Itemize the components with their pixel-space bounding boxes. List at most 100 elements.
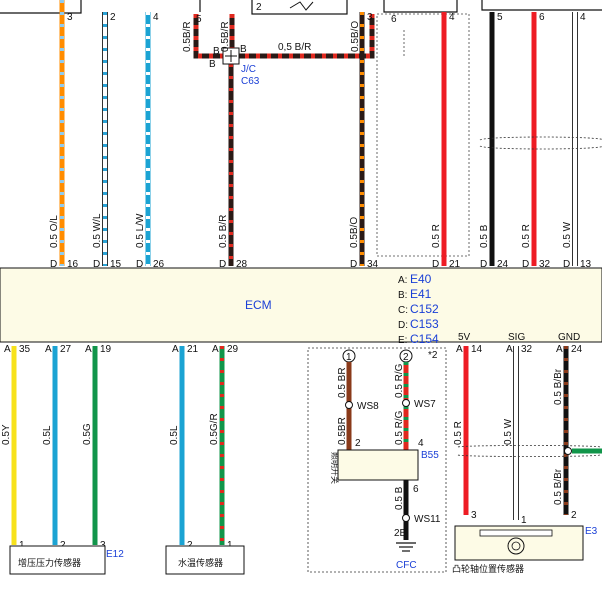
w-bot-w-bot-pin: 1 — [521, 515, 527, 526]
w-top-ol: 0.5 O/L3D16SIG — [49, 0, 79, 282]
w-top-br-pin: 28 — [236, 259, 248, 270]
switch-br2-label: 0.5BR — [337, 417, 348, 445]
ecm-conn-code-3: C153 — [410, 317, 439, 331]
switch-pin-2b: 2B — [394, 528, 407, 539]
splice-pin-b-left: B — [209, 59, 216, 70]
w-bot-bbr-label: 0.5 B/Br — [553, 368, 564, 405]
w-bot-y-conn: A — [4, 344, 11, 355]
w-top-w-conn: D — [563, 259, 570, 270]
sensor-boost: 增压压力传感器 E12 — [9, 545, 124, 575]
w-top-bo-label: 0.5B/O — [349, 217, 360, 248]
splice-junction: B B B J/C C63 — [209, 44, 260, 87]
w-top-b-top-pin: 5 — [497, 12, 503, 23]
ground-label: CFC — [396, 560, 417, 571]
w-bot-g-label: 0.5G — [82, 423, 93, 445]
w-top-w-label: 0.5 W — [562, 221, 573, 248]
w-bot-l2-conn: A — [172, 344, 179, 355]
splice-label: J/C — [241, 64, 256, 75]
w-top-wl: 0.5 W/L2D1512V — [92, 12, 122, 282]
top-labels: 5 2 6 0.5B/R 0.5B/R 0,5 B/R 0.5B/O — [182, 2, 397, 53]
ecm-conn-letter-3: D: — [398, 320, 408, 331]
shield-twist — [479, 136, 602, 150]
light-switch-circuit: *2 1 2 WS8 WS7 0.5 BR 0.5BR 0.5 R/G 0.5 … — [307, 347, 447, 573]
splice-bus — [193, 14, 375, 59]
w-top-r-top-pin: 4 — [449, 12, 455, 23]
w-bot-w-conn: A — [506, 344, 513, 355]
pin-2-label: 2 — [256, 2, 262, 13]
w-bot-r5v-conn: A — [456, 344, 463, 355]
w-top-wl-top-pin: 2 — [110, 12, 116, 23]
camshaft-sensor-code: E3 — [585, 526, 598, 537]
w-bot-y-pin: 35 — [19, 344, 31, 355]
ecm-conn-letter-2: C: — [398, 305, 408, 316]
ws11-label: WS11 — [414, 514, 441, 525]
w-bot-bbr: A 24 0.5 B/Br 2 GND — [553, 332, 583, 521]
bo-top-label: 0.5B/O — [350, 21, 361, 52]
splice-wire-top-label: 0.5B/R — [220, 21, 231, 52]
w-bot-bbr-sig: GND — [558, 332, 580, 343]
w-bot-gr-label: 0.5G/R — [209, 413, 220, 445]
w-top-r2-pin: 32 — [539, 259, 551, 270]
w-top-lw-conn: D — [136, 259, 143, 270]
w-top-br-label: 0.5 B/R — [218, 215, 229, 248]
ws7-label: WS7 — [414, 399, 436, 410]
w-top-w-pin: 13 — [580, 259, 592, 270]
w-bot-w-sig: SIG — [508, 332, 525, 343]
w-top-r-label: 0.5 R — [431, 224, 442, 248]
boost-sensor-name: 增压压力传感器 — [18, 557, 81, 569]
w-bot-bbr-bot-pin: 2 — [571, 510, 577, 521]
w-top-ol-top-pin: 3 — [67, 12, 73, 23]
w-top-r-conn: D — [432, 259, 439, 270]
ecm-conn-letter-0: A: — [398, 275, 407, 286]
w-top-r2-label: 0.5 R — [521, 224, 532, 248]
w-bot-l-pin: 27 — [60, 344, 72, 355]
w-top-ol-conn: D — [50, 259, 57, 270]
bottom-wires: A350.5Y1A270.5L2A190.5G3A210.5L2A290.5G/… — [1, 332, 583, 551]
w-top-r2-top-pin: 6 — [539, 12, 545, 23]
splice-bus-label: 0,5 B/R — [278, 42, 311, 53]
w-bot-g-pin: 19 — [100, 344, 112, 355]
w-bot-bbr-pin: 24 — [571, 344, 583, 355]
w-top-b-pin: 24 — [497, 259, 509, 270]
w-bot-bbr-conn: A — [556, 344, 563, 355]
w-top-bo-conn: D — [350, 259, 357, 270]
w-bot-gr-conn: A — [212, 344, 219, 355]
w-top-b-conn: D — [480, 259, 487, 270]
ws8-label: WS8 — [357, 401, 379, 412]
switch-b-label: 0.5 B — [394, 486, 405, 510]
splice-pin-b-right: B — [240, 44, 247, 55]
w-bot-g-conn: A — [85, 344, 92, 355]
camshaft-sensor-name: 凸轮轴位置传感器 — [452, 563, 524, 575]
ecm-conn-code-2: C152 — [410, 302, 439, 316]
w-top-lw-top-pin: 4 — [153, 12, 159, 23]
w-top-wl-label: 0.5 W/L — [92, 213, 103, 248]
boost-sensor-code: E12 — [106, 549, 124, 560]
pin-6-label: 6 — [391, 14, 397, 25]
switch-br1-label: 0.5 BR — [337, 367, 348, 398]
bbr-lower-label: 0.5 B/Br — [553, 468, 564, 505]
sensor-camshaft: E3 凸轮轴位置传感器 — [452, 525, 598, 575]
w-bot-l2-pin: 21 — [187, 344, 199, 355]
w-top-br-conn: D — [219, 259, 226, 270]
switch-pin-2: 2 — [355, 438, 361, 449]
w-bot-r5v-pin: 14 — [471, 344, 483, 355]
w-top-r2-conn: D — [522, 259, 529, 270]
w-top-lw: 0.5 L/W4D26SIG — [135, 12, 165, 282]
w-top-lw-label: 0.5 L/W — [135, 213, 146, 248]
pin-5-label: 5 — [196, 14, 202, 25]
splice-pin-b-top: B — [213, 46, 220, 57]
w-bot-w-label: 0.5 W — [503, 418, 514, 445]
w-top-b: 0.5 B5D24GND — [479, 12, 509, 282]
splice-code: C63 — [241, 76, 260, 87]
switch-circle-1: 1 — [346, 352, 352, 363]
